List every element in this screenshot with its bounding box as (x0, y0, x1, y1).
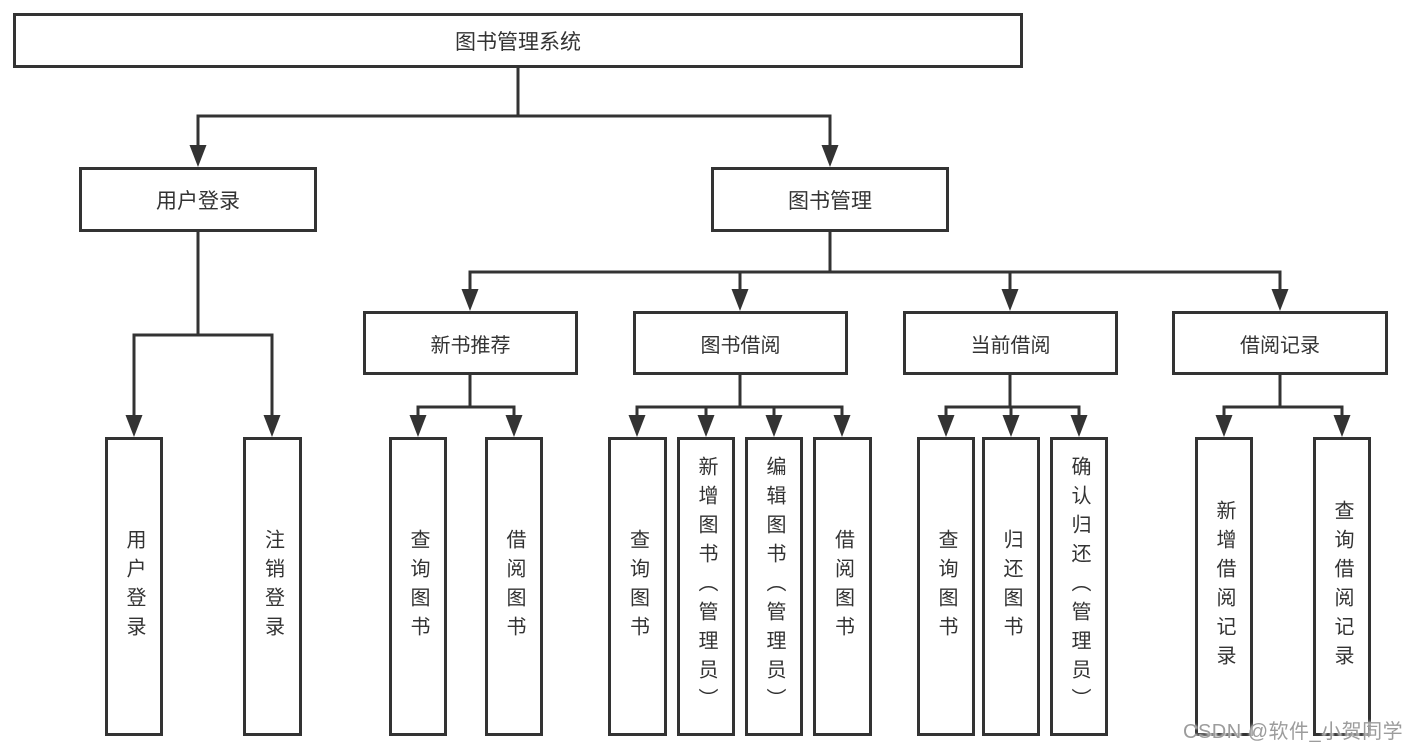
leaf-user-login: 用户登录 (105, 437, 163, 736)
node-library-management-system: 图书管理系统 (13, 13, 1023, 68)
leaf-query-borrow-record: 查询借阅记录 (1313, 437, 1371, 736)
leaf-query-book-1: 查询图书 (389, 437, 447, 736)
node-current-borrow: 当前借阅 (903, 311, 1118, 375)
leaf-add-borrow-record: 新增借阅记录 (1195, 437, 1253, 736)
leaf-borrow-book-1: 借阅图书 (485, 437, 543, 736)
leaf-query-book-2: 查询图书 (608, 437, 667, 736)
csdn-watermark: CSDN @软件_小贺同学 (1183, 721, 1404, 743)
leaf-add-book-admin: 新增图书（管理员） (677, 437, 735, 736)
leaf-edit-book-admin: 编辑图书（管理员） (745, 437, 803, 736)
leaf-confirm-return-admin: 确认归还（管理员） (1050, 437, 1108, 736)
leaf-borrow-book-2: 借阅图书 (813, 437, 872, 736)
arrowheads (125, 145, 1351, 437)
leaf-return-book: 归还图书 (982, 437, 1040, 736)
node-borrow-record: 借阅记录 (1172, 311, 1388, 375)
node-book-management: 图书管理 (711, 167, 949, 232)
node-new-book-recommend: 新书推荐 (363, 311, 578, 375)
leaf-logout: 注销登录 (243, 437, 302, 736)
node-book-borrow: 图书借阅 (633, 311, 848, 375)
node-user-login: 用户登录 (79, 167, 317, 232)
leaf-query-book-3: 查询图书 (917, 437, 975, 736)
